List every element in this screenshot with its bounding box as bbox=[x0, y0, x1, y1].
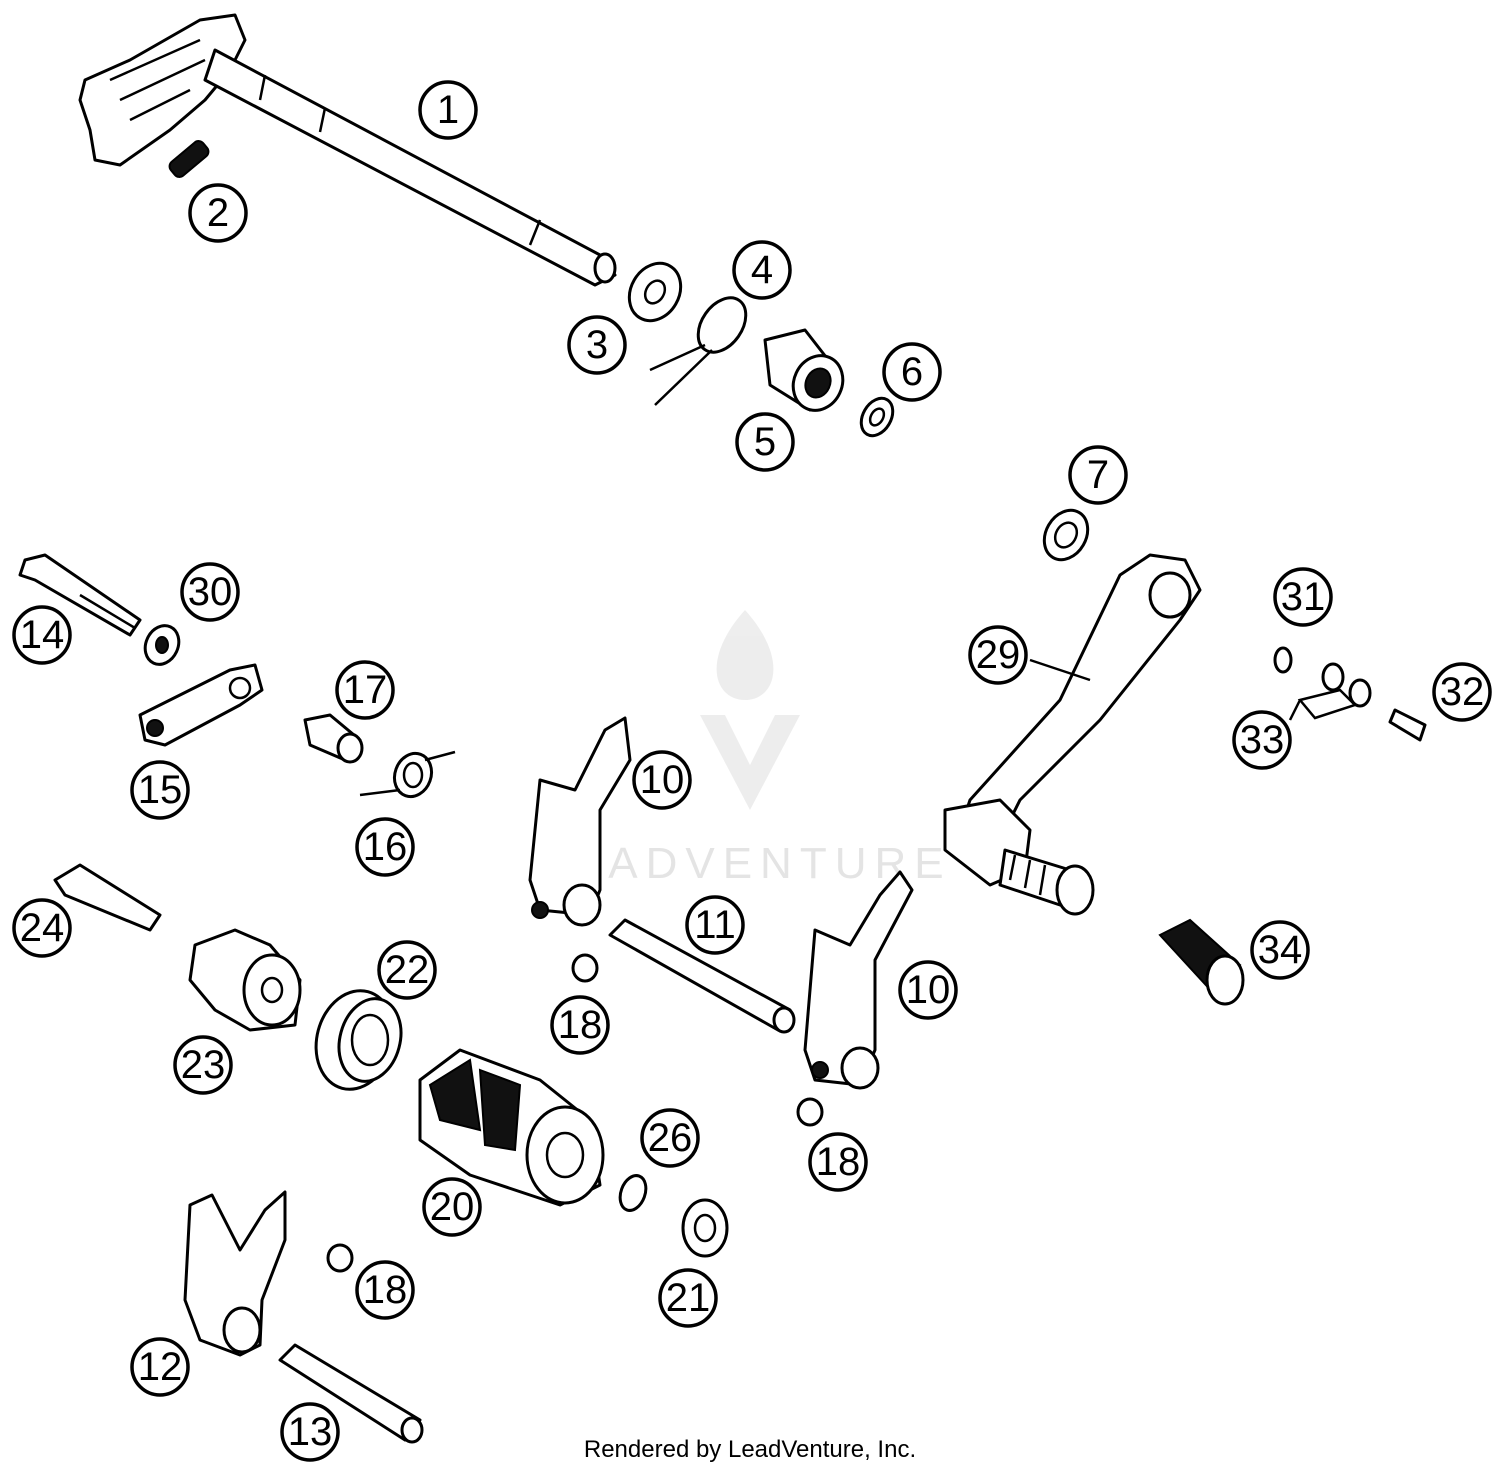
svg-text:16: 16 bbox=[363, 825, 408, 869]
spring-pin-part bbox=[168, 140, 210, 178]
shift-fork-10a-part bbox=[528, 716, 632, 927]
callout-18c: 18 bbox=[355, 1260, 415, 1320]
pin-18b-part bbox=[796, 1097, 824, 1127]
svg-text:11: 11 bbox=[694, 903, 736, 947]
svg-text:1: 1 bbox=[437, 88, 459, 132]
callout-22: 22 bbox=[377, 940, 437, 1000]
callout-18a: 18 bbox=[550, 995, 610, 1055]
pin-18a-part bbox=[571, 953, 599, 983]
callout-23: 23 bbox=[173, 1035, 233, 1095]
nut-part bbox=[859, 396, 895, 438]
callout-17: 17 bbox=[335, 660, 395, 720]
callout-11: 11 bbox=[685, 895, 745, 955]
callout-12: 12 bbox=[130, 1337, 190, 1397]
svg-text:10: 10 bbox=[906, 968, 951, 1012]
rendered-by-footer: Rendered by LeadVenture, Inc. bbox=[583, 1436, 917, 1463]
svg-text:34: 34 bbox=[1258, 928, 1303, 972]
bushing-part bbox=[763, 328, 845, 412]
callout-13: 13 bbox=[280, 1402, 340, 1462]
seal-ring-part bbox=[1042, 508, 1090, 562]
svg-text:18: 18 bbox=[816, 1140, 861, 1184]
svg-text:32: 32 bbox=[1440, 670, 1485, 714]
svg-text:30: 30 bbox=[188, 570, 233, 614]
callout-1: 1 bbox=[418, 80, 478, 140]
callout-7: 7 bbox=[1068, 445, 1128, 505]
svg-text:3: 3 bbox=[586, 323, 608, 367]
svg-text:20: 20 bbox=[430, 1185, 475, 1229]
fork-rod-13-part bbox=[278, 1343, 424, 1444]
shift-fork-10b-part bbox=[803, 870, 914, 1090]
callout-32: 32 bbox=[1432, 662, 1492, 722]
pin-18c-part bbox=[326, 1243, 354, 1273]
shift-shaft-part bbox=[78, 13, 617, 287]
callout-18b: 18 bbox=[808, 1132, 868, 1192]
svg-text:24: 24 bbox=[20, 906, 65, 950]
callout-15: 15 bbox=[130, 760, 190, 820]
svg-text:5: 5 bbox=[754, 420, 776, 464]
svg-text:18: 18 bbox=[363, 1268, 408, 1312]
svg-text:23: 23 bbox=[181, 1043, 226, 1087]
svg-text:14: 14 bbox=[20, 613, 65, 657]
callout-3: 3 bbox=[567, 315, 627, 375]
callout-34: 34 bbox=[1250, 920, 1310, 980]
screw-32-part bbox=[1388, 708, 1427, 742]
shift-drum-20-part bbox=[418, 1048, 605, 1207]
bolt-kit-33-part bbox=[1297, 662, 1372, 720]
washer-part bbox=[627, 261, 683, 323]
callout-2: 2 bbox=[188, 183, 248, 243]
watermark: LEADVENTURE bbox=[538, 610, 951, 888]
callout-33: 33 bbox=[1232, 710, 1292, 770]
fork-rod-11-part bbox=[608, 918, 796, 1034]
callout-21: 21 bbox=[658, 1268, 718, 1328]
leader-33 bbox=[1288, 699, 1302, 721]
washer-31-part bbox=[1273, 646, 1293, 674]
svg-text:6: 6 bbox=[901, 350, 923, 394]
washer-30-part bbox=[143, 624, 181, 666]
svg-text:2: 2 bbox=[207, 191, 229, 235]
svg-text:7: 7 bbox=[1087, 453, 1109, 497]
watermark-text: LEADVENTURE bbox=[538, 839, 951, 888]
bushing-17-part bbox=[303, 713, 364, 764]
svg-text:15: 15 bbox=[138, 768, 183, 812]
bearing-22-part bbox=[314, 989, 403, 1091]
svg-text:22: 22 bbox=[385, 948, 430, 992]
callout-26: 26 bbox=[640, 1108, 700, 1168]
callout-10a: 10 bbox=[632, 750, 692, 810]
callout-24: 24 bbox=[12, 898, 72, 958]
callout-5: 5 bbox=[735, 412, 795, 472]
callout-14: 14 bbox=[12, 605, 72, 665]
svg-text:26: 26 bbox=[648, 1116, 693, 1160]
callout-29: 29 bbox=[968, 625, 1028, 685]
shift-drum-star-23-part bbox=[188, 928, 302, 1032]
callout-6: 6 bbox=[882, 342, 942, 402]
bearing-21-part bbox=[681, 1198, 729, 1258]
svg-text:31: 31 bbox=[1281, 575, 1326, 619]
svg-text:12: 12 bbox=[138, 1345, 183, 1389]
callout-30: 30 bbox=[180, 562, 240, 622]
return-spring-part bbox=[649, 296, 748, 406]
callout-20: 20 bbox=[422, 1177, 482, 1237]
leader-29 bbox=[1029, 658, 1091, 682]
svg-text:21: 21 bbox=[666, 1276, 711, 1320]
bolt-24-part bbox=[53, 863, 162, 932]
long-bolt-part bbox=[18, 553, 142, 637]
callout-31: 31 bbox=[1273, 567, 1333, 627]
spring-16-part bbox=[359, 750, 456, 799]
svg-text:17: 17 bbox=[343, 668, 388, 712]
callout-4: 4 bbox=[732, 240, 792, 300]
svg-text:18: 18 bbox=[558, 1003, 603, 1047]
footpeg-rubber-34-part bbox=[1158, 918, 1245, 1006]
svg-text:33: 33 bbox=[1240, 718, 1285, 762]
svg-text:13: 13 bbox=[288, 1410, 333, 1454]
lever-15-part bbox=[138, 663, 264, 747]
shift-lever-29-part bbox=[943, 553, 1202, 916]
washer-26-part bbox=[618, 1174, 648, 1212]
svg-text:10: 10 bbox=[640, 758, 685, 802]
callout-10b: 10 bbox=[898, 960, 958, 1020]
shift-fork-12-part bbox=[183, 1190, 287, 1357]
svg-text:29: 29 bbox=[976, 633, 1021, 677]
callout-16: 16 bbox=[355, 817, 415, 877]
svg-text:4: 4 bbox=[751, 248, 773, 292]
